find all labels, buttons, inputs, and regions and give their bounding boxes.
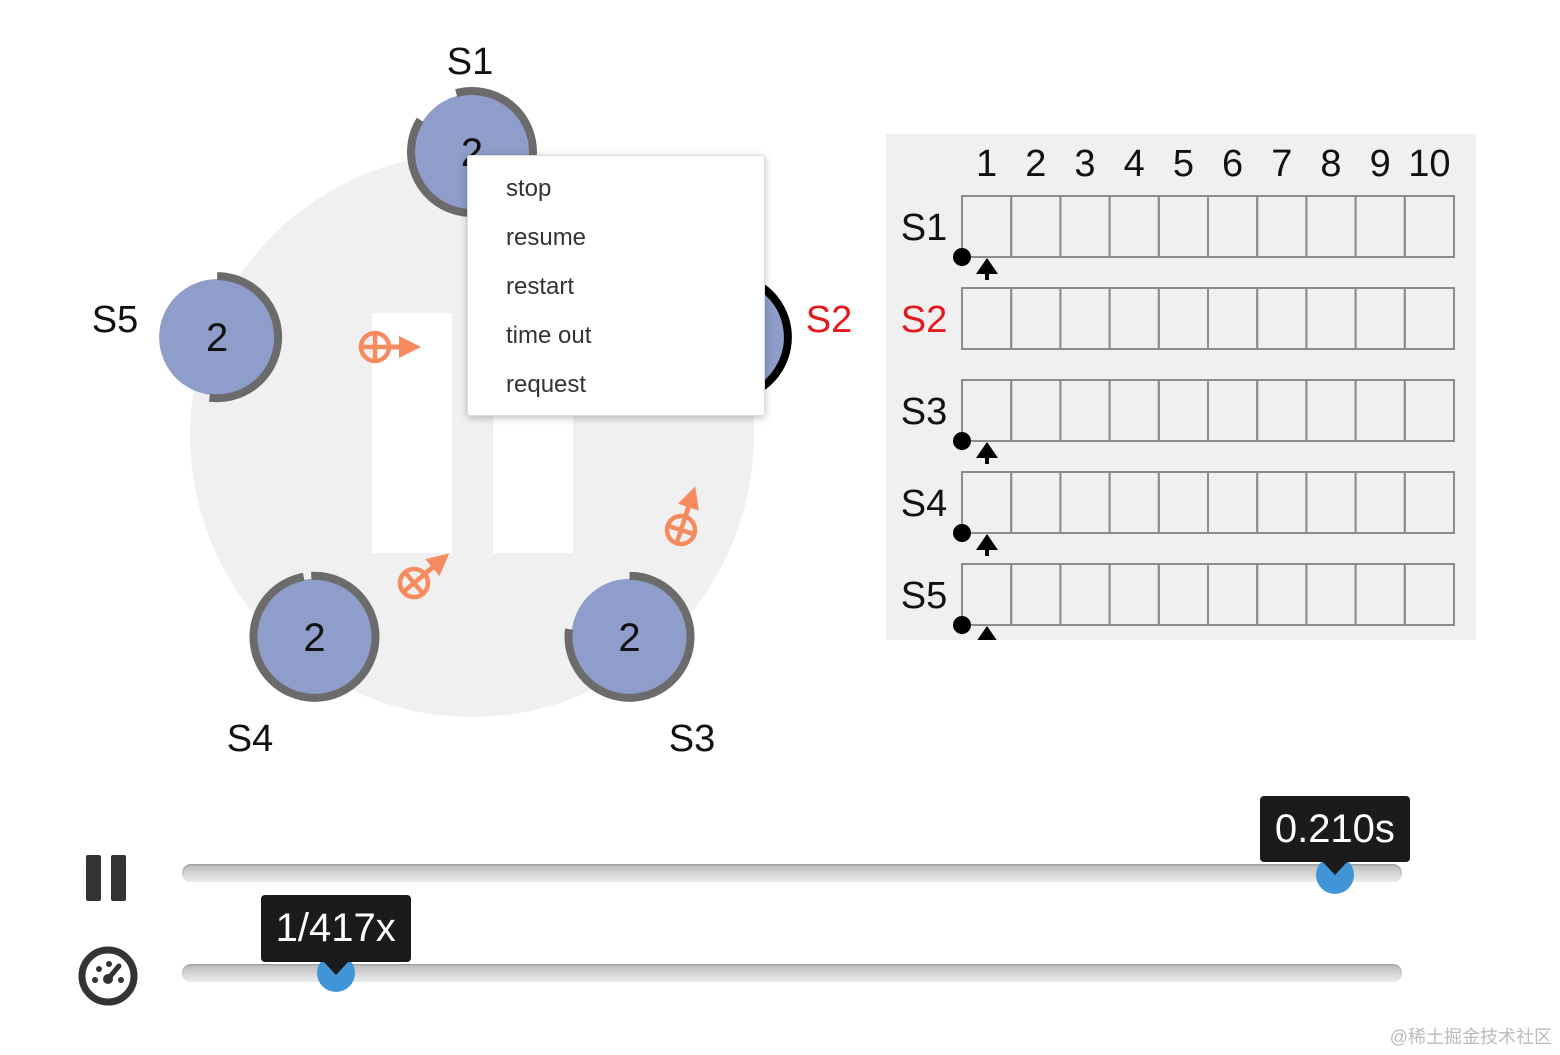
commit-index-marker: [953, 432, 971, 450]
server-s3[interactable]: 2S3: [564, 571, 716, 760]
time-tooltip: 0.210s: [1259, 796, 1410, 875]
time-slider-track[interactable]: [182, 864, 1402, 882]
log-row-label: S4: [901, 483, 947, 525]
match-index-marker: [976, 534, 998, 550]
speed-tooltip: 1/417x: [260, 895, 411, 975]
vote-request-message-icon: [397, 553, 450, 600]
log-entry-cell[interactable]: [1403, 563, 1455, 626]
pause-button[interactable]: [86, 855, 126, 901]
match-index-marker: [977, 626, 997, 640]
pause-overlay-icon: [372, 313, 573, 553]
speed-icon[interactable]: [76, 944, 140, 1008]
election-timeout-arc: [249, 571, 380, 702]
server-term: 2: [206, 316, 228, 360]
log-index-header: 9: [1370, 143, 1391, 185]
server-term: 2: [303, 616, 325, 660]
match-index-marker: [976, 258, 998, 274]
server-node[interactable]: [159, 279, 276, 396]
server-label: S2: [806, 299, 852, 341]
commit-index-marker: [953, 616, 971, 634]
server-context-menu: stop resume restart time out request: [467, 155, 765, 416]
commit-index-marker: [953, 248, 971, 266]
match-index-marker-stem: [985, 458, 989, 464]
log-row-label: S2: [901, 299, 947, 341]
pause-icon-bar: [86, 855, 101, 901]
server-label: S3: [669, 718, 715, 760]
match-index-marker: [976, 442, 998, 458]
server-term: 2: [618, 616, 640, 660]
menu-item-restart[interactable]: restart: [506, 273, 575, 300]
match-index-marker-stem: [985, 550, 989, 556]
log-panel-background: [886, 134, 1476, 640]
server-node[interactable]: [256, 578, 373, 695]
log-entry-cell[interactable]: [1403, 471, 1455, 534]
log-row-label: S3: [901, 391, 947, 433]
commit-index-marker: [953, 524, 971, 542]
log-entry-cell[interactable]: [1403, 287, 1455, 350]
log-index-header: 5: [1173, 143, 1194, 185]
server-node[interactable]: [571, 578, 688, 695]
log-index-header: 2: [1025, 143, 1046, 185]
menu-item-request[interactable]: request: [506, 371, 587, 398]
messages-layer: [358, 330, 699, 600]
log-entry-cell[interactable]: [1403, 195, 1455, 258]
election-timeout-arc: [208, 272, 283, 403]
menu-item-time-out[interactable]: time out: [506, 322, 592, 349]
speed-slider-track[interactable]: [182, 964, 1402, 982]
log-index-header: 4: [1124, 143, 1145, 185]
log-row-label: S1: [901, 207, 947, 249]
server-label: S5: [92, 299, 138, 341]
match-index-marker-stem: [985, 274, 989, 280]
vote-request-message-icon: [358, 330, 421, 364]
log-row-label: S5: [901, 575, 947, 617]
election-timeout-arc: [564, 571, 695, 702]
log-index-header: 1: [976, 143, 997, 185]
server-label: S4: [227, 718, 273, 760]
server-label: S1: [447, 41, 493, 83]
log-index-header: 7: [1271, 143, 1292, 185]
menu-item-resume[interactable]: resume: [506, 224, 587, 251]
server-s4[interactable]: 2S4: [227, 571, 380, 760]
server-s5[interactable]: 2 S5: [92, 272, 283, 403]
log-index-header: 8: [1320, 143, 1341, 185]
log-index-header: 10: [1408, 143, 1450, 185]
pause-icon-bar: [111, 855, 126, 901]
log-entry-cell[interactable]: [1403, 379, 1455, 442]
vote-request-message-icon: [664, 486, 699, 547]
watermark: @稀土掘金技术社区: [1389, 1027, 1552, 1047]
log-index-header: 6: [1222, 143, 1243, 185]
log-index-header: 3: [1074, 143, 1095, 185]
menu-item-stop[interactable]: stop: [506, 175, 552, 202]
